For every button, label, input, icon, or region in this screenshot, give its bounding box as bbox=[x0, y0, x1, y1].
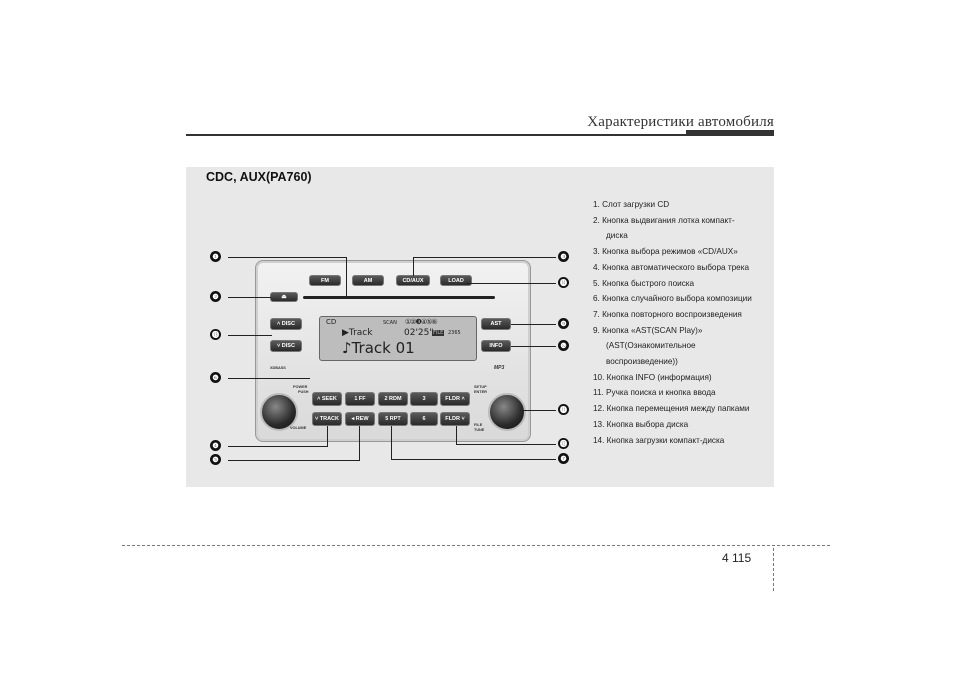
setup-label: SETUP bbox=[474, 385, 487, 389]
leader-line-6 bbox=[228, 378, 310, 379]
preset-3-button: 3 bbox=[410, 392, 438, 406]
callout-1: ❶ bbox=[210, 251, 221, 262]
file-label: FILE bbox=[474, 423, 483, 427]
display-track-label: ▶Track bbox=[342, 328, 373, 338]
leader-line-2 bbox=[228, 297, 271, 298]
leader-line-3 bbox=[413, 257, 556, 258]
seek-button: ˄ SEEK bbox=[312, 392, 342, 406]
push-label: PUSH bbox=[298, 390, 309, 394]
tune-knob bbox=[488, 393, 526, 431]
leader-line-14 bbox=[466, 283, 556, 284]
display-scan: SCAN bbox=[383, 320, 397, 326]
leader-line-5v bbox=[359, 426, 360, 460]
callout-3: ❸ bbox=[558, 251, 569, 262]
callout-13: ⓭ bbox=[210, 329, 221, 340]
header-title: Характеристики автомобиля bbox=[587, 114, 774, 130]
rdm-button: 2 RDM bbox=[378, 392, 408, 406]
leader-line-5 bbox=[228, 460, 360, 461]
legend-item: 14. Кнопка загрузки компакт-диска bbox=[593, 435, 725, 445]
leader-line-13 bbox=[228, 335, 272, 336]
rpt-button: 5 RPT bbox=[378, 412, 408, 426]
legend-item: 1. Слот загрузки CD bbox=[593, 200, 670, 209]
legend-item: 3. Кнопка выбора режимов «CD/AUX» bbox=[593, 247, 738, 257]
ast-button: AST bbox=[481, 318, 511, 330]
am-button: AM bbox=[352, 275, 384, 286]
display-time: 02'25" bbox=[404, 328, 434, 338]
info-button: INFO bbox=[481, 340, 511, 352]
leader-line-1v bbox=[346, 257, 347, 297]
leader-line-4v bbox=[327, 426, 328, 446]
legend-item: 2. Кнопка выдвигания лотка компакт- bbox=[593, 215, 735, 225]
legend-item: 4. Кнопка автоматического выбора трека bbox=[593, 262, 750, 272]
header-rule bbox=[186, 134, 774, 136]
track-button: ˅ TRACK bbox=[312, 412, 342, 426]
volume-knob bbox=[260, 393, 298, 431]
volume-label: VOLUME bbox=[290, 426, 307, 430]
load-button: LOAD bbox=[440, 275, 472, 286]
preset-6-button: 6 bbox=[410, 412, 438, 426]
legend: 1. Слот загрузки CD 2. Кнопка выдвигания… bbox=[593, 197, 773, 448]
callout-6: ❻ bbox=[210, 372, 221, 383]
mp3-logo: MP3 bbox=[494, 365, 505, 371]
leader-line-12 bbox=[456, 444, 556, 445]
folder-down-button: FLDR ˅ bbox=[440, 412, 470, 426]
legend-item: 6. Кнопка случайного выбора композиции bbox=[593, 294, 752, 304]
eject-button: ⏏ bbox=[270, 292, 298, 302]
legend-item: 5. Кнопка быстрого поиска bbox=[593, 278, 695, 288]
disc-up-button: ˄ DISC bbox=[270, 318, 302, 330]
leader-line-9 bbox=[511, 324, 556, 325]
disc-down-button: ˅ DISC bbox=[270, 340, 302, 352]
callout-4: ❹ bbox=[210, 440, 221, 451]
legend-item: 13. Кнопка выбора диска bbox=[593, 419, 689, 429]
display-track-big: ♪Track 01 bbox=[342, 339, 415, 357]
legend-item: 11. Ручка поиска и кнопка ввода bbox=[593, 388, 716, 398]
cdaux-button: CD/AUX bbox=[396, 275, 430, 286]
power-label: POWER bbox=[293, 385, 308, 389]
leader-line-4 bbox=[228, 446, 328, 447]
folder-up-button: FLDR ˄ bbox=[440, 392, 470, 406]
legend-item: 10. Кнопка INFO (информация) bbox=[593, 372, 712, 382]
panel-title: CDC, AUX(PA760) bbox=[206, 170, 312, 184]
xdbass-logo: XDBASS bbox=[270, 366, 286, 370]
callout-10: ❿ bbox=[558, 340, 569, 351]
leader-line-7v bbox=[391, 426, 392, 459]
legend-item: диска bbox=[606, 231, 628, 241]
callout-7: ❼ bbox=[558, 453, 569, 464]
tune-label: TUNE bbox=[474, 428, 485, 432]
legend-item: (AST(Ознакомительное bbox=[606, 341, 696, 351]
leader-line-11 bbox=[520, 410, 556, 411]
footer-rule bbox=[122, 545, 830, 546]
display-file-number: 2365 bbox=[448, 330, 461, 336]
callout-11: ⓫ bbox=[558, 404, 569, 415]
legend-item: воспроизведение)) bbox=[606, 357, 678, 367]
fm-button: FM bbox=[309, 275, 341, 286]
leader-line-3v bbox=[413, 257, 414, 276]
display: CD SCAN ①②❸④⑤⑥ ▶Track 02'25" FILE 2365 ♪… bbox=[319, 316, 477, 361]
leader-line-12v bbox=[456, 426, 457, 444]
callout-5: ❺ bbox=[210, 454, 221, 465]
callout-12: ⓬ bbox=[558, 438, 569, 449]
page-number: 4 115 bbox=[722, 551, 752, 565]
header-tab bbox=[686, 130, 774, 136]
display-file-badge: FILE bbox=[432, 330, 445, 336]
legend-item: 7. Кнопка повторного воспроизведения bbox=[593, 309, 742, 319]
cd-slot bbox=[303, 296, 495, 299]
callout-2: ❷ bbox=[210, 291, 221, 302]
page-separator bbox=[773, 548, 774, 591]
rew-button: ◂ REW bbox=[345, 412, 375, 426]
callout-9: ❾ bbox=[558, 318, 569, 329]
ff-button: 1 FF bbox=[345, 392, 375, 406]
enter-label: ENTER bbox=[474, 390, 487, 394]
leader-line-10 bbox=[511, 346, 556, 347]
legend-item: 12. Кнопка перемещения между папками bbox=[593, 404, 750, 414]
legend-item: 9. Кнопка «AST(SCAN Play)» bbox=[593, 325, 703, 335]
leader-line-7 bbox=[391, 459, 556, 460]
display-mode: CD bbox=[326, 318, 337, 326]
display-disc-indicators: ①②❸④⑤⑥ bbox=[405, 318, 438, 326]
callout-14: ⓮ bbox=[558, 277, 569, 288]
leader-line-1 bbox=[228, 257, 347, 258]
